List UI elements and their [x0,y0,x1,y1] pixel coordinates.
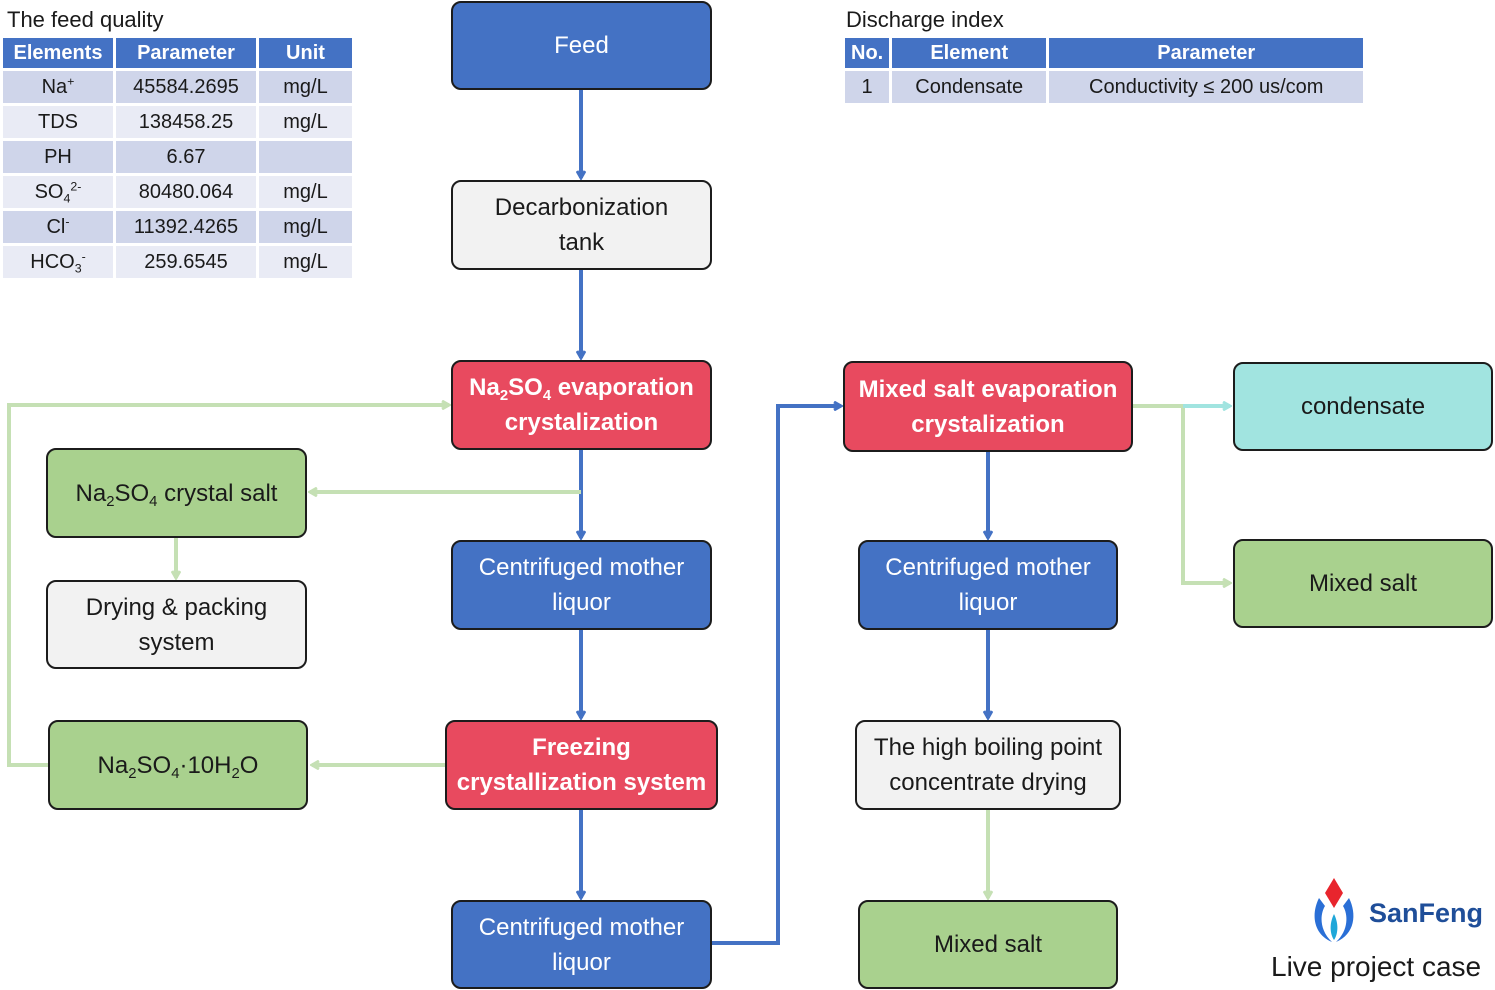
unit-cell: mg/L [259,211,352,243]
discharge-header-parameter: Parameter [1049,38,1364,68]
centrifuged-mother-liquor-box-1: Centrifuged mother liquor [451,540,712,630]
element-cell: Condensate [892,71,1047,103]
feed-label: Feed [554,32,609,59]
mixed-salt-evaporation-label: Mixed salt evaporation crystalization [858,375,1118,438]
drying-packing-box: Drying & packing system [46,580,307,669]
high-boiling-concentrate-box: The high boiling point concentrate dryin… [855,720,1121,810]
feed-box: Feed [451,1,712,90]
element-cell: Na+ [3,71,113,103]
feed-quality-table: Elements Parameter Unit Na+ 45584.2695 m… [0,35,355,281]
element-cell: SO42- [3,176,113,208]
arrow-mixed-evap-to-mixed-salt [1133,404,1230,583]
parameter-cell: 259.6545 [116,246,256,278]
feed-header-elements: Elements [3,38,113,68]
unit-cell: mg/L [259,71,352,103]
footer-caption: Live project case [1271,951,1482,982]
feed-quality-title: The feed quality [7,7,164,32]
arrow-centrifuged-2-to-mixed-evap [712,406,841,945]
parameter-cell: 6.67 [116,141,256,173]
table-row: TDS 138458.25 mg/L [3,106,352,138]
unit-cell: mg/L [259,246,352,278]
table-row: Cl- 11392.4265 mg/L [3,211,352,243]
freezing-crystallization-box: Freezing crystallization system [445,720,718,810]
element-cell: HCO3- [3,246,113,278]
discharge-header-no: No. [845,38,890,68]
discharge-index-title: Discharge index [846,7,1004,32]
parameter-cell: 80480.064 [116,176,256,208]
drop-flame-icon [1314,878,1354,942]
centrifuged-mother-liquor-box-2: Centrifuged mother liquor [451,900,712,989]
element-cell: TDS [3,106,113,138]
mixed-salt-right-box: Mixed salt [1233,539,1493,628]
feed-header-unit: Unit [259,38,352,68]
condensate-label: condensate [1300,393,1426,420]
mixed-salt-bottom-box: Mixed salt [858,900,1118,989]
unit-cell [259,141,352,173]
brand-name: SanFeng [1369,898,1484,928]
arrow-decahydrate-recycle [7,405,449,767]
parameter-cell: 138458.25 [116,106,256,138]
na2so4-crystal-salt-box: Na2SO4 crystal salt [46,448,307,538]
table-row: HCO3- 259.6545 mg/L [3,246,352,278]
decarbonization-tank-box: Decarbonization tank [451,180,712,270]
na2so4-crystal-salt-label: Na2SO4 crystal salt [75,479,278,510]
condensate-box: condensate [1233,362,1493,451]
na2so4-decahydrate-label: Na2SO4·10H2O [97,751,259,782]
element-cell: Cl- [3,211,113,243]
element-cell: PH [3,141,113,173]
centrifuged-mother-liquor-label-3: Centrifuged mother liquor [885,554,1091,616]
mixed-salt-evaporation-box: Mixed salt evaporation crystalization [843,361,1133,452]
table-row: Na+ 45584.2695 mg/L [3,71,352,103]
na2so4-decahydrate-box: Na2SO4·10H2O [48,720,308,810]
drying-packing-label: Drying & packing system [85,593,268,656]
parameter-cell: 45584.2695 [116,71,256,103]
table-row: 1 Condensate Conductivity ≤ 200 us/com [845,71,1364,103]
freezing-crystallization-label: Freezing crystallization system [456,734,707,796]
table-row: SO42- 80480.064 mg/L [3,176,352,208]
high-boiling-concentrate-label: The high boiling point concentrate dryin… [873,734,1103,796]
decarbonization-tank-label: Decarbonization tank [494,194,669,256]
mixed-salt-right-label: Mixed salt [1308,570,1418,597]
parameter-cell: Conductivity ≤ 200 us/com [1049,71,1364,103]
unit-cell: mg/L [259,106,352,138]
mixed-salt-bottom-label: Mixed salt [933,931,1043,958]
discharge-header-element: Element [892,38,1047,68]
unit-cell: mg/L [259,176,352,208]
feed-header-parameter: Parameter [116,38,256,68]
no-cell: 1 [845,71,890,103]
parameter-cell: 11392.4265 [116,211,256,243]
centrifuged-mother-liquor-label-1: Centrifuged mother liquor [478,554,685,616]
discharge-index-table: No. Element Parameter 1 Condensate Condu… [842,35,1366,106]
centrifuged-mother-liquor-label-2: Centrifuged mother liquor [478,913,685,976]
table-row: PH 6.67 [3,141,352,173]
centrifuged-mother-liquor-box-3: Centrifuged mother liquor [858,540,1118,630]
